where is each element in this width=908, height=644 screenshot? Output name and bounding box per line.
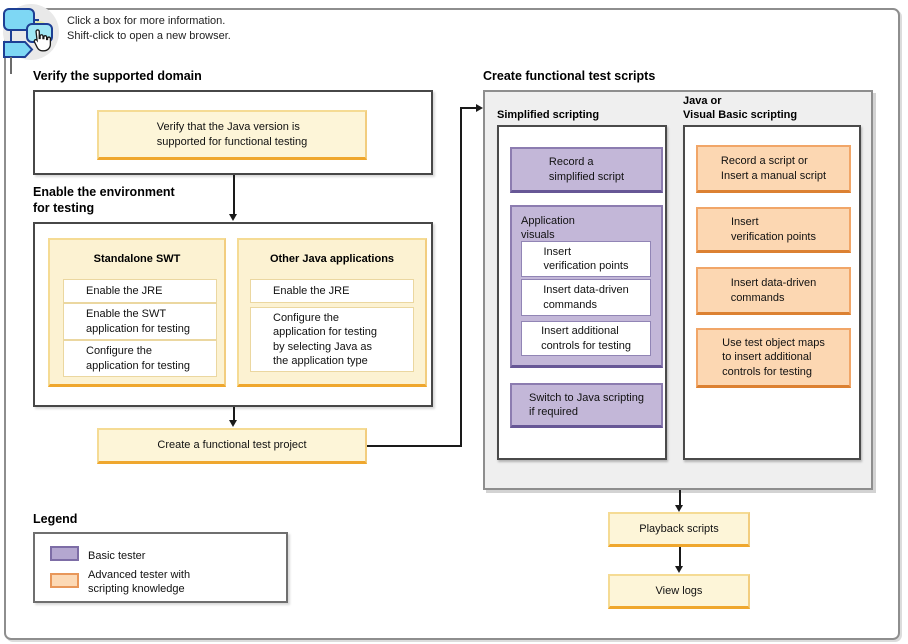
record-simplified-script-box[interactable]: Record a simplified script	[510, 147, 663, 193]
arrow-down-icon	[675, 505, 683, 512]
use-test-object-maps-box[interactable]: Use test object maps to insert additiona…	[696, 328, 851, 388]
insert-verification-points-box[interactable]: Insert verification points	[521, 241, 651, 277]
box-label: Insert verification points	[543, 245, 629, 272]
box-label: View logs	[655, 584, 703, 597]
flow-line	[460, 107, 462, 447]
view-logs-box[interactable]: View logs	[608, 574, 750, 609]
box-label: Configure the application for testing	[86, 345, 190, 372]
box-label: Insert additional controls for testing	[541, 325, 631, 352]
flow-line	[233, 175, 235, 214]
insert-additional-controls-box[interactable]: Insert additional controls for testing	[521, 321, 651, 356]
box-label: Enable the JRE	[86, 284, 163, 297]
configure-application-box[interactable]: Configure the application for testing	[63, 340, 217, 377]
box-label: Create a functional test project	[157, 439, 307, 452]
hand-cursor-icon	[33, 29, 52, 52]
group-title: Application visuals	[521, 215, 575, 242]
legend-box	[33, 532, 288, 603]
verify-domain-heading: Verify the supported domain	[33, 69, 202, 83]
arrow-down-icon	[675, 566, 683, 573]
flow-line	[460, 107, 476, 109]
flow-line	[679, 490, 681, 505]
configure-java-application-box[interactable]: Configure the application for testing by…	[250, 307, 414, 372]
insert-verification-points-java-box[interactable]: Insert verification points	[696, 207, 851, 253]
flow-line	[233, 407, 235, 420]
verify-java-version-box[interactable]: Verify that the Java version is supporte…	[97, 110, 367, 160]
box-label: Switch to Java scripting if required	[529, 391, 644, 418]
advanced-tester-swatch	[50, 573, 79, 588]
group-title: Other Java applications	[269, 253, 395, 265]
box-label: Insert data-driven commands	[543, 284, 629, 311]
enable-jre-box-other[interactable]: Enable the JRE	[250, 279, 414, 303]
java-vb-scripting-label: Java or Visual Basic scripting	[683, 95, 798, 122]
insert-data-driven-commands-box[interactable]: Insert data-driven commands	[521, 279, 651, 316]
box-label: Record a simplified script	[548, 156, 625, 183]
create-scripts-heading: Create functional test scripts	[483, 69, 656, 83]
arrow-down-icon	[229, 420, 237, 427]
box-label: Enable the JRE	[273, 284, 350, 297]
instruction-text: Click a box for more information. Shift-…	[67, 15, 231, 43]
enable-jre-box[interactable]: Enable the JRE	[63, 279, 217, 303]
arrow-right-icon	[476, 104, 483, 112]
simplified-scripting-label: Simplified scripting	[497, 109, 600, 121]
icon-connector-line	[10, 57, 12, 74]
playback-scripts-box[interactable]: Playback scripts	[608, 512, 750, 547]
box-label: Playback scripts	[639, 522, 719, 535]
box-label: Record a script or Insert a manual scrip…	[720, 155, 827, 182]
box-label: Insert verification points	[731, 216, 816, 243]
diagram-frame	[4, 8, 900, 640]
record-script-box[interactable]: Record a script or Insert a manual scrip…	[696, 145, 851, 193]
box-label: Use test object maps to insert additiona…	[722, 337, 825, 378]
click-help-icon	[3, 4, 59, 60]
box-label: Insert data-driven commands	[730, 277, 817, 304]
flow-line	[679, 547, 681, 566]
enable-environment-heading: Enable the environment for testing	[33, 185, 175, 215]
advanced-tester-label: Advanced tester with scripting knowledge	[88, 569, 191, 596]
box-label: Configure the application for testing by…	[273, 312, 377, 367]
basic-tester-label: Basic tester	[88, 550, 146, 562]
arrow-down-icon	[229, 214, 237, 221]
legend-heading: Legend	[33, 512, 78, 526]
box-label: Verify that the Java version is supporte…	[156, 121, 308, 148]
box-label: Enable the SWT application for testing	[86, 308, 190, 335]
group-title: Standalone SWT	[93, 253, 181, 265]
insert-data-driven-commands-java-box[interactable]: Insert data-driven commands	[696, 267, 851, 315]
basic-tester-swatch	[50, 546, 79, 561]
create-test-project-box[interactable]: Create a functional test project	[97, 428, 367, 464]
enable-swt-application-box[interactable]: Enable the SWT application for testing	[63, 303, 217, 340]
flow-line	[367, 445, 461, 447]
switch-to-java-scripting-box[interactable]: Switch to Java scripting if required	[510, 383, 663, 428]
